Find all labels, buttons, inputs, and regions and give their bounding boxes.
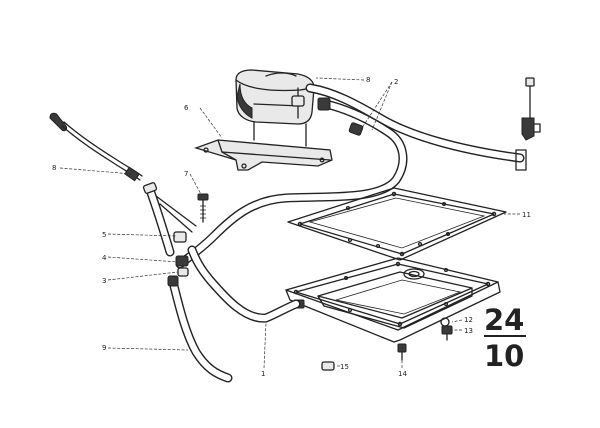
callout-1: 1	[261, 370, 265, 378]
pan-plug	[397, 343, 407, 361]
level-sensor	[521, 77, 541, 141]
upper-right-hose	[305, 83, 527, 171]
callout-2: 2	[394, 78, 398, 86]
reservoir-tank	[235, 69, 315, 125]
leader-lines	[59, 77, 520, 369]
oil-pan-gasket	[287, 187, 507, 261]
callout-5: 5	[102, 231, 106, 239]
callout-8-top: 8	[366, 76, 370, 84]
callout-3-lower: 9	[102, 344, 106, 352]
drain-hose	[167, 275, 233, 383]
callout-3-upper: 3	[102, 277, 106, 285]
sheet-number-bottom: 10	[484, 339, 524, 373]
dipstick-tube	[142, 182, 197, 257]
callout-15: 15	[340, 363, 349, 371]
callout-14: 14	[398, 370, 407, 378]
callout-11: 11	[522, 211, 531, 219]
return-hose	[175, 97, 408, 269]
oil-pan	[285, 257, 501, 343]
callout-8-left: 8	[52, 164, 56, 172]
callout-13: 13	[464, 327, 473, 335]
drain-plug	[440, 317, 453, 341]
callout-4: 4	[102, 254, 107, 262]
tube-fittings	[173, 231, 189, 277]
callout-12: 12	[464, 316, 473, 324]
gasket-kit	[321, 361, 335, 371]
dipstick	[49, 112, 143, 182]
suction-hose	[187, 245, 301, 323]
sheet-number-top: 24	[484, 303, 524, 337]
callout-6: 6	[184, 104, 189, 112]
mounting-bracket	[193, 121, 333, 171]
callout-7: 7	[184, 170, 188, 178]
callout-labels: 8 2 6 8 7 5 4 3 9 1 11 12 13 14 15	[52, 76, 531, 378]
bolt	[197, 193, 209, 223]
sheet-number: 24 10	[484, 303, 526, 373]
